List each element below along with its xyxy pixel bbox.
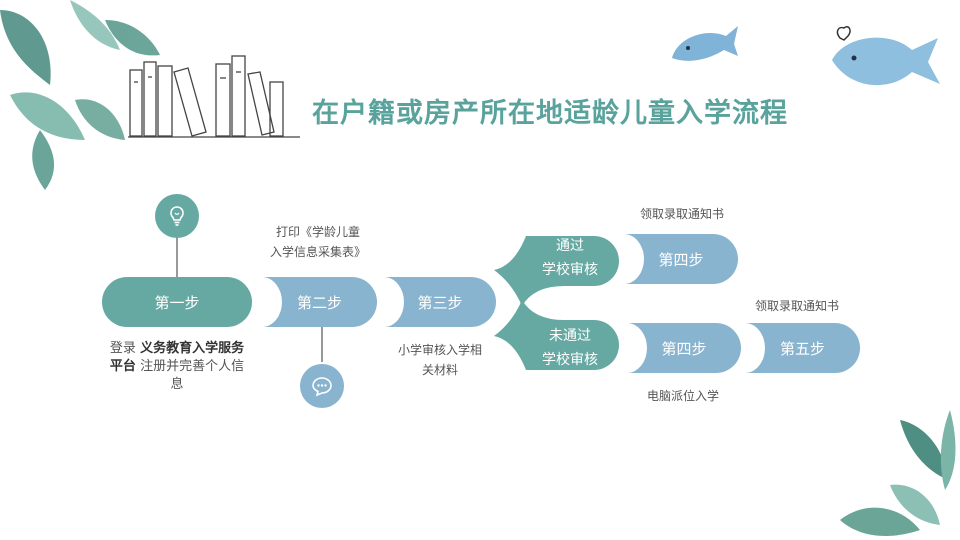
books-illustration [128, 55, 300, 138]
step-1-label: 第一步 [154, 293, 200, 312]
admission-notice-top: 领取录取通知书 [639, 207, 724, 221]
page-title: 在户籍或房产所在地适龄儿童入学流程 [312, 98, 788, 129]
leaf-decoration-top-left [0, 0, 160, 190]
branch-arrows [494, 236, 619, 370]
step-2-note: 打印《学龄儿童入学信息采集表》 [269, 225, 366, 259]
step-4-fail-pill: 第四步 [627, 323, 741, 373]
step-3-note: 小学审核入学相关材料 [397, 343, 482, 377]
chat-bubble-icon [300, 364, 344, 408]
step-2-pill: 第二步 [262, 277, 377, 327]
step-5-label: 第五步 [779, 339, 825, 358]
step-4-fail-label: 第四步 [661, 339, 707, 358]
computer-allocation-note: 电脑派位入学 [646, 389, 719, 403]
step-3-pill: 第三步 [384, 277, 496, 327]
step-1-note: 登录 义务教育入学服务平台 注册并完善个人信息 [109, 341, 245, 392]
pass-review-label: 通过学校审核 [542, 238, 598, 278]
lightbulb-icon [155, 194, 199, 238]
step-1-pill: 第一步 [102, 277, 252, 327]
step-3-label: 第三步 [417, 293, 463, 312]
leaf-decoration-bottom-right [840, 410, 956, 536]
step-2-label: 第二步 [296, 293, 342, 312]
step-4-pass-label: 第四步 [658, 250, 704, 269]
fish-illustration-small [672, 26, 738, 61]
step-5-pill: 第五步 [745, 323, 860, 373]
step-4-pass-pill: 第四步 [624, 234, 738, 284]
fish-illustration-large [832, 25, 940, 86]
admission-notice-right: 领取录取通知书 [754, 299, 839, 313]
fail-review-label: 未通过学校审核 [542, 328, 598, 368]
